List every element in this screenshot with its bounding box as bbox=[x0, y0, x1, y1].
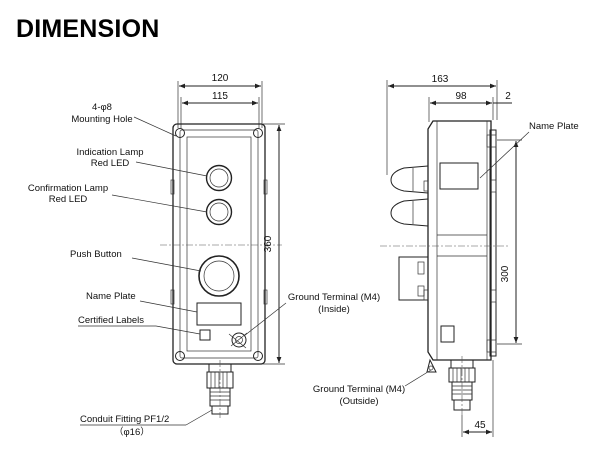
dim-width-outer-label: 120 bbox=[212, 73, 229, 84]
svg-text:Red LED: Red LED bbox=[49, 194, 88, 205]
ground-terminal-outside bbox=[426, 358, 437, 373]
conduit-fitting-front bbox=[206, 360, 234, 418]
callout-indication-lamp: Indication Lamp Red LED bbox=[76, 147, 208, 177]
dim-depth-body: 98 bbox=[428, 91, 494, 122]
svg-text:Ground Terminal (M4): Ground Terminal (M4) bbox=[288, 292, 380, 303]
dim-fitting-label: 45 bbox=[474, 420, 486, 431]
svg-text:Push Button: Push Button bbox=[70, 249, 122, 260]
dim-side-height: 300 bbox=[497, 139, 522, 345]
dim-depth-label: 163 bbox=[432, 74, 449, 85]
side-enclosure bbox=[380, 120, 510, 361]
dim-fitting: 45 bbox=[461, 360, 494, 437]
callout-mounting-hole: 4-φ8 Mounting Hole bbox=[71, 102, 177, 137]
svg-text:(Outside): (Outside) bbox=[339, 396, 378, 407]
front-view: 120 115 bbox=[28, 73, 380, 438]
dim-side-height-label: 300 bbox=[500, 265, 511, 282]
svg-text:（φ16）: （φ16） bbox=[114, 426, 150, 438]
ground-terminal-inside bbox=[228, 332, 248, 349]
mounting-hole-br bbox=[253, 351, 263, 361]
conduit-fitting-side bbox=[448, 356, 476, 415]
svg-text:Conduit Fitting PF1/2: Conduit Fitting PF1/2 bbox=[80, 414, 169, 425]
dim-depth-body-label: 98 bbox=[455, 91, 467, 102]
svg-text:Certified Labels: Certified Labels bbox=[78, 315, 144, 326]
page-title: DIMENSION bbox=[16, 15, 160, 43]
svg-text:Name Plate: Name Plate bbox=[86, 291, 136, 302]
mounting-hole-bl bbox=[175, 351, 185, 361]
dim-flange-label: 2 bbox=[505, 91, 511, 102]
callout-certified-labels: Certified Labels bbox=[78, 315, 201, 335]
dim-width-inner: 115 bbox=[180, 91, 260, 128]
dim-width-outer: 120 bbox=[177, 73, 263, 128]
certified-label-box bbox=[199, 329, 211, 341]
name-plate-side bbox=[439, 162, 479, 190]
dim-flange: 2 bbox=[493, 91, 512, 104]
dim-height-label: 360 bbox=[263, 235, 274, 252]
callout-confirmation-lamp: Confirmation Lamp Red LED bbox=[28, 183, 208, 213]
callout-conduit: Conduit Fitting PF1/2 （φ16） bbox=[80, 409, 213, 438]
callout-push-button: Push Button bbox=[70, 249, 202, 272]
svg-text:Confirmation Lamp: Confirmation Lamp bbox=[28, 183, 108, 194]
push-button bbox=[198, 255, 240, 297]
mounting-hole-tr bbox=[253, 128, 263, 138]
svg-text:4-φ8: 4-φ8 bbox=[92, 102, 112, 113]
confirmation-lamp bbox=[205, 198, 233, 226]
indication-lamp bbox=[205, 164, 233, 192]
svg-text:(Inside): (Inside) bbox=[318, 304, 350, 315]
svg-text:Name Plate: Name Plate bbox=[529, 121, 579, 132]
front-enclosure bbox=[160, 123, 282, 365]
callout-ground-inside: Ground Terminal (M4) (Inside) bbox=[243, 292, 380, 337]
svg-text:Indication Lamp: Indication Lamp bbox=[76, 147, 143, 158]
dim-width-inner-label: 115 bbox=[212, 91, 228, 102]
svg-text:Mounting Hole: Mounting Hole bbox=[71, 114, 132, 125]
mounting-hole-tl bbox=[175, 128, 185, 138]
callout-name-plate: Name Plate bbox=[86, 291, 198, 313]
svg-text:Ground Terminal (M4): Ground Terminal (M4) bbox=[313, 384, 405, 395]
side-view: 163 98 2 bbox=[313, 74, 579, 437]
callout-name-plate-side: Name Plate bbox=[479, 121, 579, 179]
name-plate bbox=[196, 302, 242, 326]
callout-ground-outside: Ground Terminal (M4) (Outside) bbox=[313, 369, 432, 407]
svg-text:Red LED: Red LED bbox=[91, 158, 130, 169]
dim-depth: 163 bbox=[386, 74, 498, 175]
dim-height: 360 bbox=[263, 123, 285, 365]
